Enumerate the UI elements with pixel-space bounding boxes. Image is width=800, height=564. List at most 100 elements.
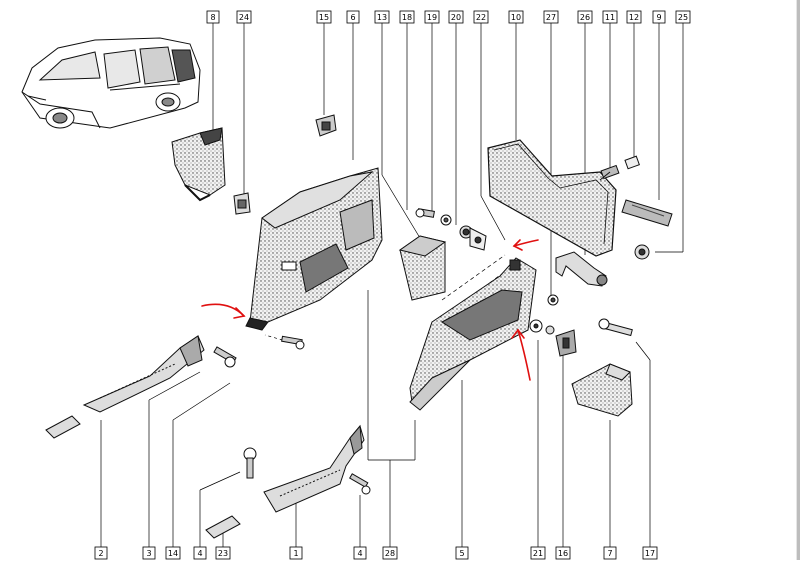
callout-17: 17 xyxy=(642,546,658,560)
callout-12: 12 xyxy=(626,10,642,24)
svg-text:20: 20 xyxy=(451,13,461,22)
svg-text:4: 4 xyxy=(357,549,362,558)
callout-14: 14 xyxy=(165,546,181,560)
svg-text:27: 27 xyxy=(546,13,556,22)
part-21-washer xyxy=(529,319,555,335)
part-26-handle xyxy=(555,251,608,287)
svg-text:21: 21 xyxy=(533,549,543,558)
leader-lines xyxy=(100,23,684,547)
part-2-pad xyxy=(45,415,81,439)
part-14-screw xyxy=(213,346,237,368)
svg-text:2: 2 xyxy=(98,549,103,558)
part-23-pad xyxy=(205,515,241,539)
bolt-18 xyxy=(415,208,435,218)
callout-27: 27 xyxy=(543,10,559,24)
svg-text:1: 1 xyxy=(293,549,298,558)
part-3-sill-rail xyxy=(82,335,205,413)
callout-28: 28 xyxy=(382,546,398,560)
part-17-bolt xyxy=(598,318,633,337)
part-27-nut xyxy=(547,294,559,306)
svg-text:6: 6 xyxy=(350,13,355,22)
vehicle-illustration xyxy=(21,37,201,129)
part-5-side-trim-panel xyxy=(409,257,537,411)
callout-9: 9 xyxy=(652,10,666,24)
callout-26: 26 xyxy=(577,10,593,24)
svg-text:17: 17 xyxy=(645,549,655,558)
window-edge-inner xyxy=(796,0,797,560)
svg-text:10: 10 xyxy=(511,13,521,22)
part-15-clip xyxy=(315,114,337,137)
callout-10: 10 xyxy=(508,10,524,24)
red-arrow-clip xyxy=(512,239,539,251)
callout-18: 18 xyxy=(399,10,415,24)
svg-text:25: 25 xyxy=(678,13,688,22)
window-edge xyxy=(797,0,800,560)
part-6-side-trim-panel xyxy=(245,167,383,331)
callout-2: 2 xyxy=(94,546,108,560)
svg-text:19: 19 xyxy=(427,13,437,22)
callout-1: 1 xyxy=(289,546,303,560)
washer-19 xyxy=(440,214,452,226)
callout-4b: 4 xyxy=(353,546,367,560)
callout-4a: 4 xyxy=(193,546,207,560)
svg-text:15: 15 xyxy=(319,13,329,22)
svg-text:7: 7 xyxy=(607,549,612,558)
top-callout-row: 8 24 15 6 13 18 19 20 22 10 27 26 11 12 … xyxy=(206,10,691,24)
svg-text:16: 16 xyxy=(558,549,568,558)
part-13-block xyxy=(398,235,447,301)
part-4-screw xyxy=(243,447,257,479)
part-11-plug xyxy=(599,164,620,181)
bottom-callout-row: 2 3 14 4 23 1 4 28 5 21 16 7 17 xyxy=(94,546,658,560)
red-markers xyxy=(201,239,539,381)
red-arrow-left-bracket xyxy=(201,303,246,319)
svg-text:22: 22 xyxy=(476,13,486,22)
callout-5: 5 xyxy=(455,546,469,560)
svg-text:18: 18 xyxy=(402,13,412,22)
part-9-strip xyxy=(621,199,673,227)
nut-20 xyxy=(459,225,473,239)
svg-text:14: 14 xyxy=(168,549,178,558)
svg-text:23: 23 xyxy=(218,549,228,558)
callout-19: 19 xyxy=(424,10,440,24)
svg-text:3: 3 xyxy=(146,549,151,558)
part-4b-screw xyxy=(349,473,371,495)
callout-16: 16 xyxy=(555,546,571,560)
svg-text:12: 12 xyxy=(629,13,639,22)
part-8-panel xyxy=(171,127,226,202)
part-24-clip xyxy=(233,192,251,215)
callout-7: 7 xyxy=(603,546,617,560)
screw-lower xyxy=(281,335,305,350)
part-1-floor-rail xyxy=(263,424,365,513)
part-25-nut xyxy=(634,244,650,260)
svg-text:8: 8 xyxy=(210,13,215,22)
callout-20: 20 xyxy=(448,10,464,24)
callout-24: 24 xyxy=(236,10,252,24)
callout-22: 22 xyxy=(473,10,489,24)
callout-23: 23 xyxy=(215,546,231,560)
fitting-22 xyxy=(469,227,487,251)
part-16-bracket xyxy=(555,329,577,357)
part-7-cover xyxy=(571,363,633,417)
svg-text:13: 13 xyxy=(377,13,387,22)
svg-text:11: 11 xyxy=(605,13,615,22)
callout-25: 25 xyxy=(675,10,691,24)
fastener-set-18-22 xyxy=(415,208,487,251)
part-12-cap xyxy=(624,155,640,170)
callout-15: 15 xyxy=(316,10,332,24)
callout-6: 6 xyxy=(346,10,360,24)
callout-13: 13 xyxy=(374,10,390,24)
svg-text:9: 9 xyxy=(656,13,661,22)
callout-21: 21 xyxy=(530,546,546,560)
red-arrow-trim-bottom xyxy=(511,328,531,381)
callout-3: 3 xyxy=(142,546,156,560)
svg-text:24: 24 xyxy=(239,13,249,22)
callout-8: 8 xyxy=(206,10,220,24)
svg-text:26: 26 xyxy=(580,13,590,22)
svg-text:4: 4 xyxy=(197,549,202,558)
svg-text:5: 5 xyxy=(459,549,464,558)
svg-text:28: 28 xyxy=(385,549,395,558)
callout-11: 11 xyxy=(602,10,618,24)
part-10-board xyxy=(487,139,617,257)
